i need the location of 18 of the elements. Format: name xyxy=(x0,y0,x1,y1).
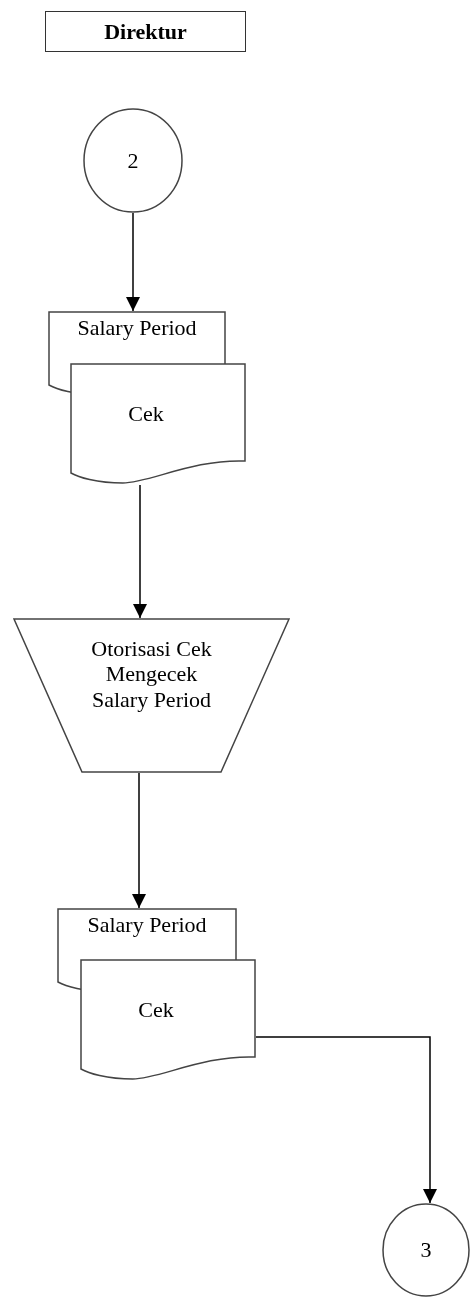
arrow xyxy=(132,772,146,909)
manual-operation-shape xyxy=(13,618,290,773)
connector-circle xyxy=(83,108,183,213)
connector-number: 3 xyxy=(420,1237,432,1263)
document-label: Salary Period xyxy=(87,912,207,938)
connector-number: 2 xyxy=(127,147,139,174)
arrow xyxy=(133,484,147,619)
connector-circle xyxy=(382,1203,470,1297)
document-label: Cek xyxy=(138,997,174,1023)
document-label: Cek xyxy=(128,401,164,427)
arrow xyxy=(255,1036,437,1204)
document-label: Salary Period xyxy=(77,315,197,341)
heading-box xyxy=(45,11,246,52)
document-shape xyxy=(80,959,256,1081)
document-shape xyxy=(70,363,246,485)
operation-label: Otorisasi Cek Mengecek Salary Period xyxy=(90,636,213,712)
heading-text: Direktur xyxy=(104,18,187,45)
arrow xyxy=(126,212,140,312)
